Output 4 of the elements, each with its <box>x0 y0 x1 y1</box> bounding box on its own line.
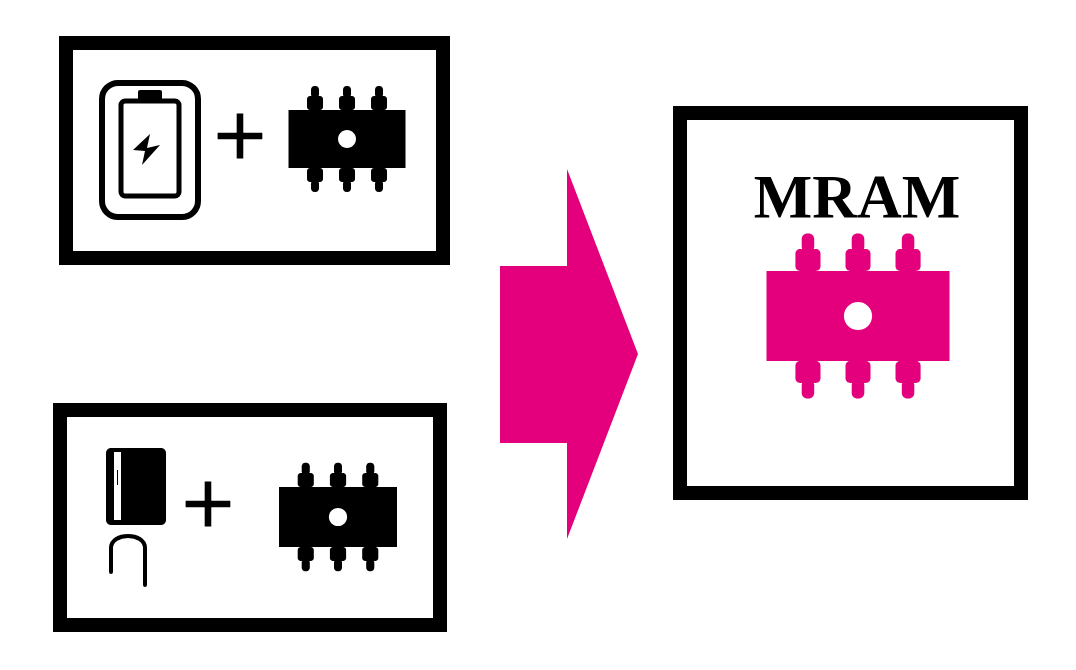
plus-sign: + <box>217 113 263 159</box>
plus-sign: + <box>185 481 231 527</box>
title-text: MRAM <box>754 176 959 218</box>
block-arrow <box>500 169 638 539</box>
